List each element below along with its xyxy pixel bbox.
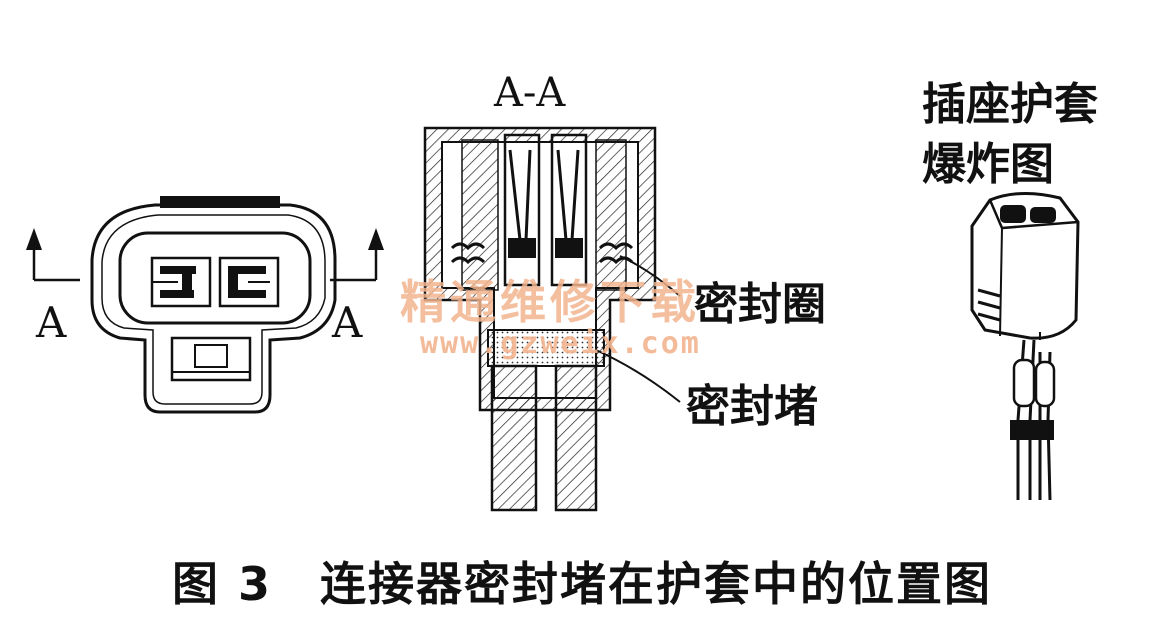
exploded-housing [970, 191, 1080, 340]
connector-outer-body [90, 203, 337, 414]
terminal-right [218, 256, 280, 308]
leader-seal-ring [619, 255, 681, 297]
exploded-title-line1: 插座护套 [922, 79, 1098, 130]
arrow-label-right: A [332, 298, 363, 347]
section-arrow-left [26, 228, 80, 282]
watermark-text: 精通维修下载 [400, 275, 700, 329]
figure-caption: 图 3 连接器密封堵在护套中的位置图 [171, 557, 993, 611]
connector-outer-body-inner [101, 214, 326, 405]
section-arrow-right [330, 228, 384, 282]
wire-left [490, 364, 538, 512]
connector-cavity [118, 231, 312, 325]
watermark-url: www.gzweix.com [420, 326, 701, 361]
seal-plug-label: 密封堵 [686, 381, 818, 432]
terminal-section-right [550, 133, 588, 287]
connector-front-view [90, 196, 337, 414]
wire-right [554, 364, 598, 512]
section-label: A-A [494, 70, 566, 116]
terminal-left [150, 256, 212, 308]
exploded-view [970, 191, 1080, 501]
connector-section-view [423, 126, 681, 512]
exploded-title-line2: 爆炸图 [922, 139, 1054, 190]
terminal-section-left [503, 133, 541, 287]
seal-ring-section [450, 242, 634, 265]
seal-ring-label: 密封圈 [694, 279, 826, 330]
connector-latch [170, 336, 252, 382]
seal-plug-section [487, 329, 605, 367]
exploded-wires [1010, 339, 1056, 501]
arrow-label-left: A [36, 298, 67, 347]
leader-seal-plug [595, 349, 681, 403]
